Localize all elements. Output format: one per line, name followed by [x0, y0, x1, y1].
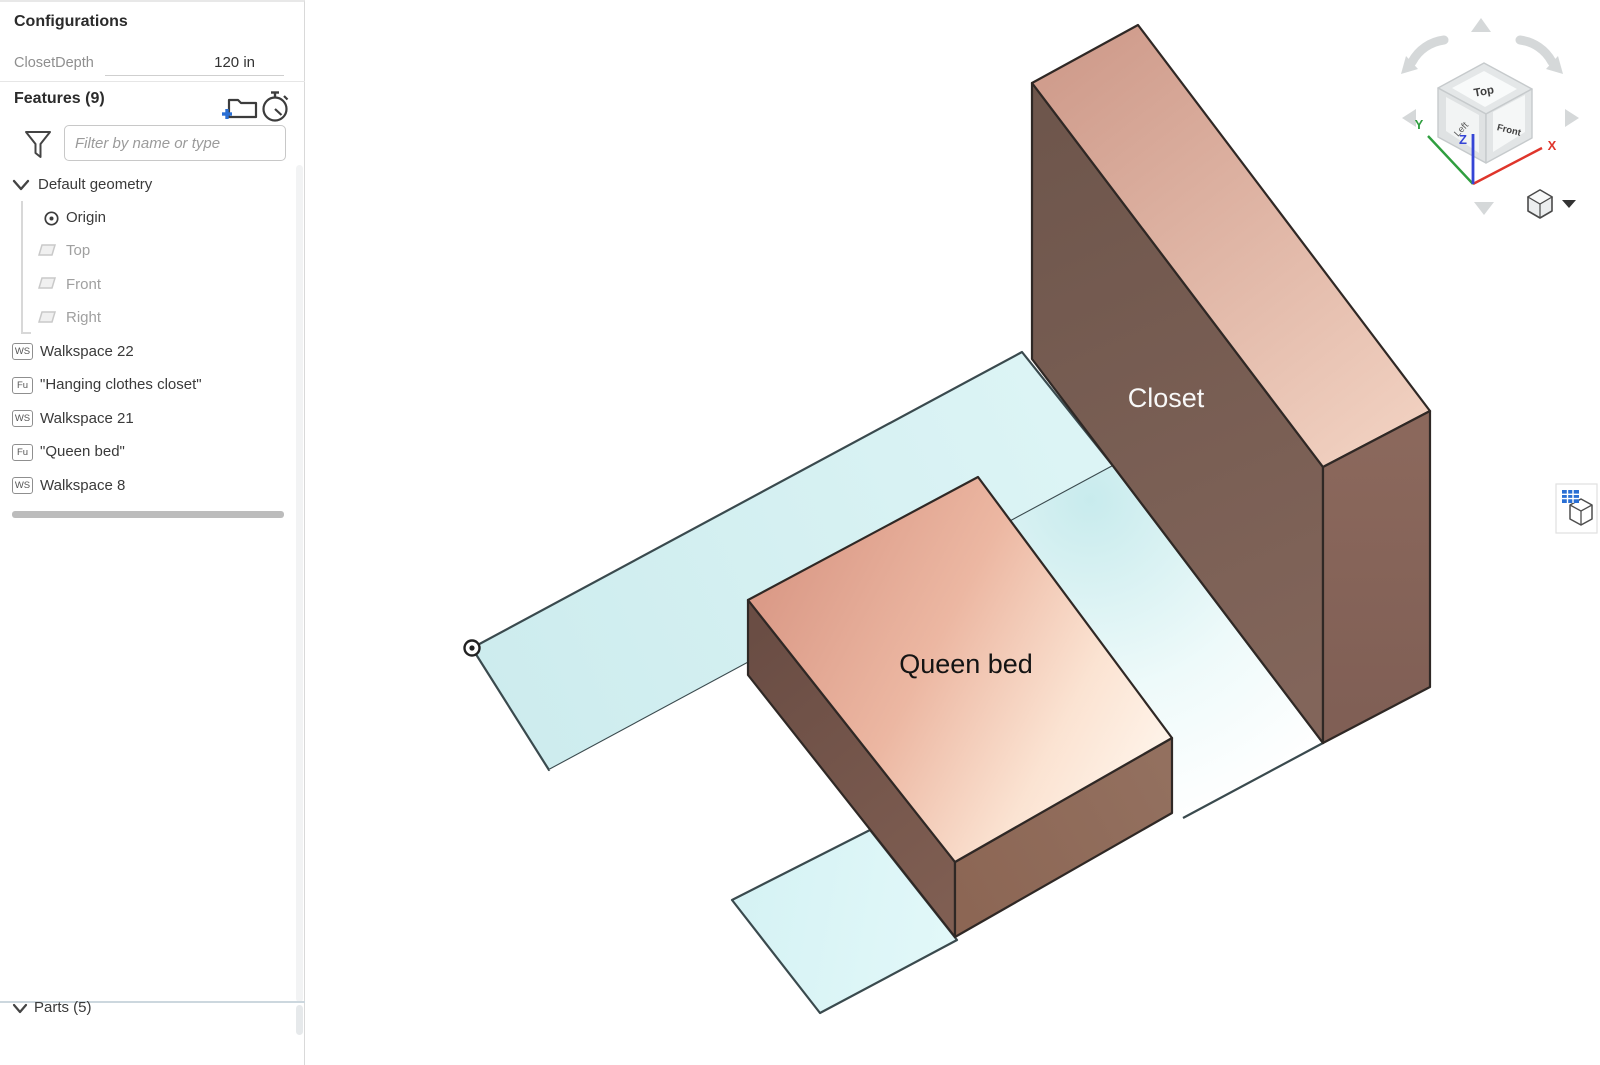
plane-icon	[38, 244, 57, 256]
tree-item-front-plane[interactable]: Front	[66, 276, 102, 293]
origin-marker[interactable]	[463, 639, 481, 657]
tree-guide-elbow	[21, 332, 31, 334]
queen-bed-solid[interactable]: Queen bed	[746, 475, 1174, 939]
config-param-name: ClosetDepth	[14, 55, 94, 71]
view-cube-top-patch	[1452, 71, 1517, 107]
tree-item-right-plane[interactable]: Right	[66, 309, 102, 326]
roll-right-arrowhead	[1546, 56, 1563, 74]
features-title: Features (9)	[14, 90, 105, 107]
view-cube[interactable]: Top Left Front Y Z X	[1401, 18, 1579, 215]
closet-solid[interactable]: Closet	[1030, 23, 1432, 745]
chevron-down-icon[interactable]	[11, 177, 31, 193]
roll-left-arrow-icon[interactable]	[1407, 35, 1449, 67]
plus-icon	[222, 109, 232, 119]
roll-left-arrowhead	[1401, 56, 1418, 74]
axis-y-label: Y	[1415, 117, 1424, 132]
view-cube-left-patch	[1446, 97, 1479, 153]
panel-scrollbar-track[interactable]	[296, 165, 303, 1002]
tree-item-top-plane[interactable]: Top	[66, 242, 91, 259]
feature-type-badge: Fu	[12, 377, 33, 394]
config-value-underline	[105, 58, 284, 76]
grid-cube-icon	[1562, 490, 1593, 526]
configurations-title: Configurations	[14, 13, 128, 30]
filter-funnel-icon	[25, 131, 51, 158]
section-divider	[0, 81, 305, 82]
feature-type-badge: WS	[12, 410, 33, 427]
feature-item-queen-bed[interactable]: "Queen bed"	[40, 443, 125, 460]
parts-section-header[interactable]: Parts (5)	[34, 999, 92, 1016]
closet-right-face[interactable]	[1321, 409, 1432, 745]
feature-item-hanging-clothes-closet[interactable]: "Hanging clothes closet"	[40, 376, 202, 393]
panel-scrollbar-thumb[interactable]	[296, 1005, 303, 1035]
bed-top-face[interactable]	[746, 475, 1174, 864]
shaded-cube-top	[1526, 189, 1554, 205]
parts-divider	[0, 1001, 305, 1003]
view-cube-front-patch	[1493, 95, 1525, 152]
feature-item-walkspace-8[interactable]: Walkspace 8	[40, 477, 126, 494]
feature-type-badge: WS	[12, 477, 33, 494]
chevron-down-icon[interactable]	[11, 1001, 29, 1016]
rotate-right-arrow-icon[interactable]	[1565, 109, 1579, 127]
feature-item-walkspace-22[interactable]: Walkspace 22	[40, 343, 134, 360]
queen-bed-label: Queen bed	[899, 649, 1033, 679]
view-mode-dropdown[interactable]	[1526, 189, 1576, 219]
feature-type-badge: WS	[12, 343, 33, 360]
axis-z-label: Z	[1459, 132, 1467, 147]
filter-input[interactable]	[64, 125, 286, 161]
feature-type-badge: Fu	[12, 444, 33, 461]
stopwatch-button[interactable]	[258, 88, 292, 124]
feature-panel: Configurations ClosetDepth 120 in Featur…	[0, 0, 305, 1065]
plane-icon	[38, 277, 57, 289]
rotate-left-arrow-icon[interactable]	[1402, 109, 1416, 127]
insert-folder-button[interactable]	[219, 92, 261, 122]
config-param-value-input[interactable]: 120 in	[214, 54, 255, 71]
rotate-up-arrow-icon[interactable]	[1471, 18, 1491, 32]
roll-right-arrow-icon[interactable]	[1515, 35, 1557, 67]
origin-icon	[44, 211, 59, 226]
table-panel-flyout-button[interactable]	[1555, 483, 1598, 534]
feature-item-walkspace-21[interactable]: Walkspace 21	[40, 410, 134, 427]
tree-guide-line	[21, 201, 23, 332]
rollback-bar[interactable]	[12, 511, 284, 518]
axis-triad: Y Z X	[1415, 117, 1557, 186]
tree-item-origin[interactable]: Origin	[66, 209, 107, 226]
closet-label: Closet	[1128, 383, 1205, 413]
rotate-down-arrow-icon[interactable]	[1474, 202, 1494, 215]
view-cube-top-label[interactable]: Top	[1473, 84, 1495, 99]
plane-icon	[38, 311, 57, 323]
tree-item-default-geometry[interactable]: Default geometry	[38, 176, 153, 193]
dropdown-caret-icon	[1562, 200, 1576, 208]
axis-x-label: X	[1548, 138, 1557, 153]
